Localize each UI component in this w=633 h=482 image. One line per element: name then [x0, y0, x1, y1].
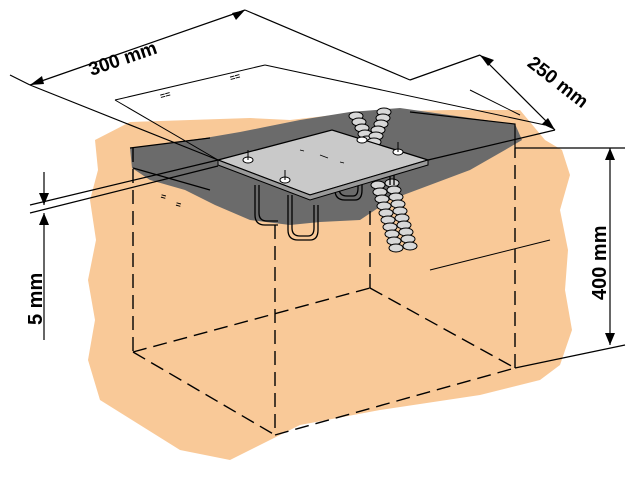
svg-text:==: ==: [229, 71, 242, 83]
dimension-thickness-label: 5 mm: [25, 273, 47, 325]
conduit-pipe-bottom-left: [370, 180, 404, 253]
svg-text:==: ==: [159, 89, 172, 101]
plate-dimension-lines: [114, 64, 551, 271]
anchor-bolt-front-left: [254, 185, 278, 226]
dimension-height-label: 400 mm: [589, 226, 611, 301]
conduit-pipe-bottom-right: [384, 178, 418, 251]
anchor-bolt-back: [334, 175, 363, 201]
svg-text:=: =: [175, 199, 183, 210]
dimension-thickness: 5 mm: [25, 159, 219, 340]
conduit-pipes: [348, 107, 418, 253]
anchor-bolt-front: [287, 195, 319, 241]
dimension-depth-label: 250 mm: [523, 53, 592, 113]
dimension-height: 400 mm: [514, 147, 626, 369]
dimension-width-label: 300 mm: [86, 38, 160, 81]
excavation-outline: [132, 148, 516, 436]
anchor-bolts: [254, 165, 395, 241]
plate-marks: == == = =: [159, 71, 241, 210]
svg-text:=: =: [160, 191, 168, 202]
